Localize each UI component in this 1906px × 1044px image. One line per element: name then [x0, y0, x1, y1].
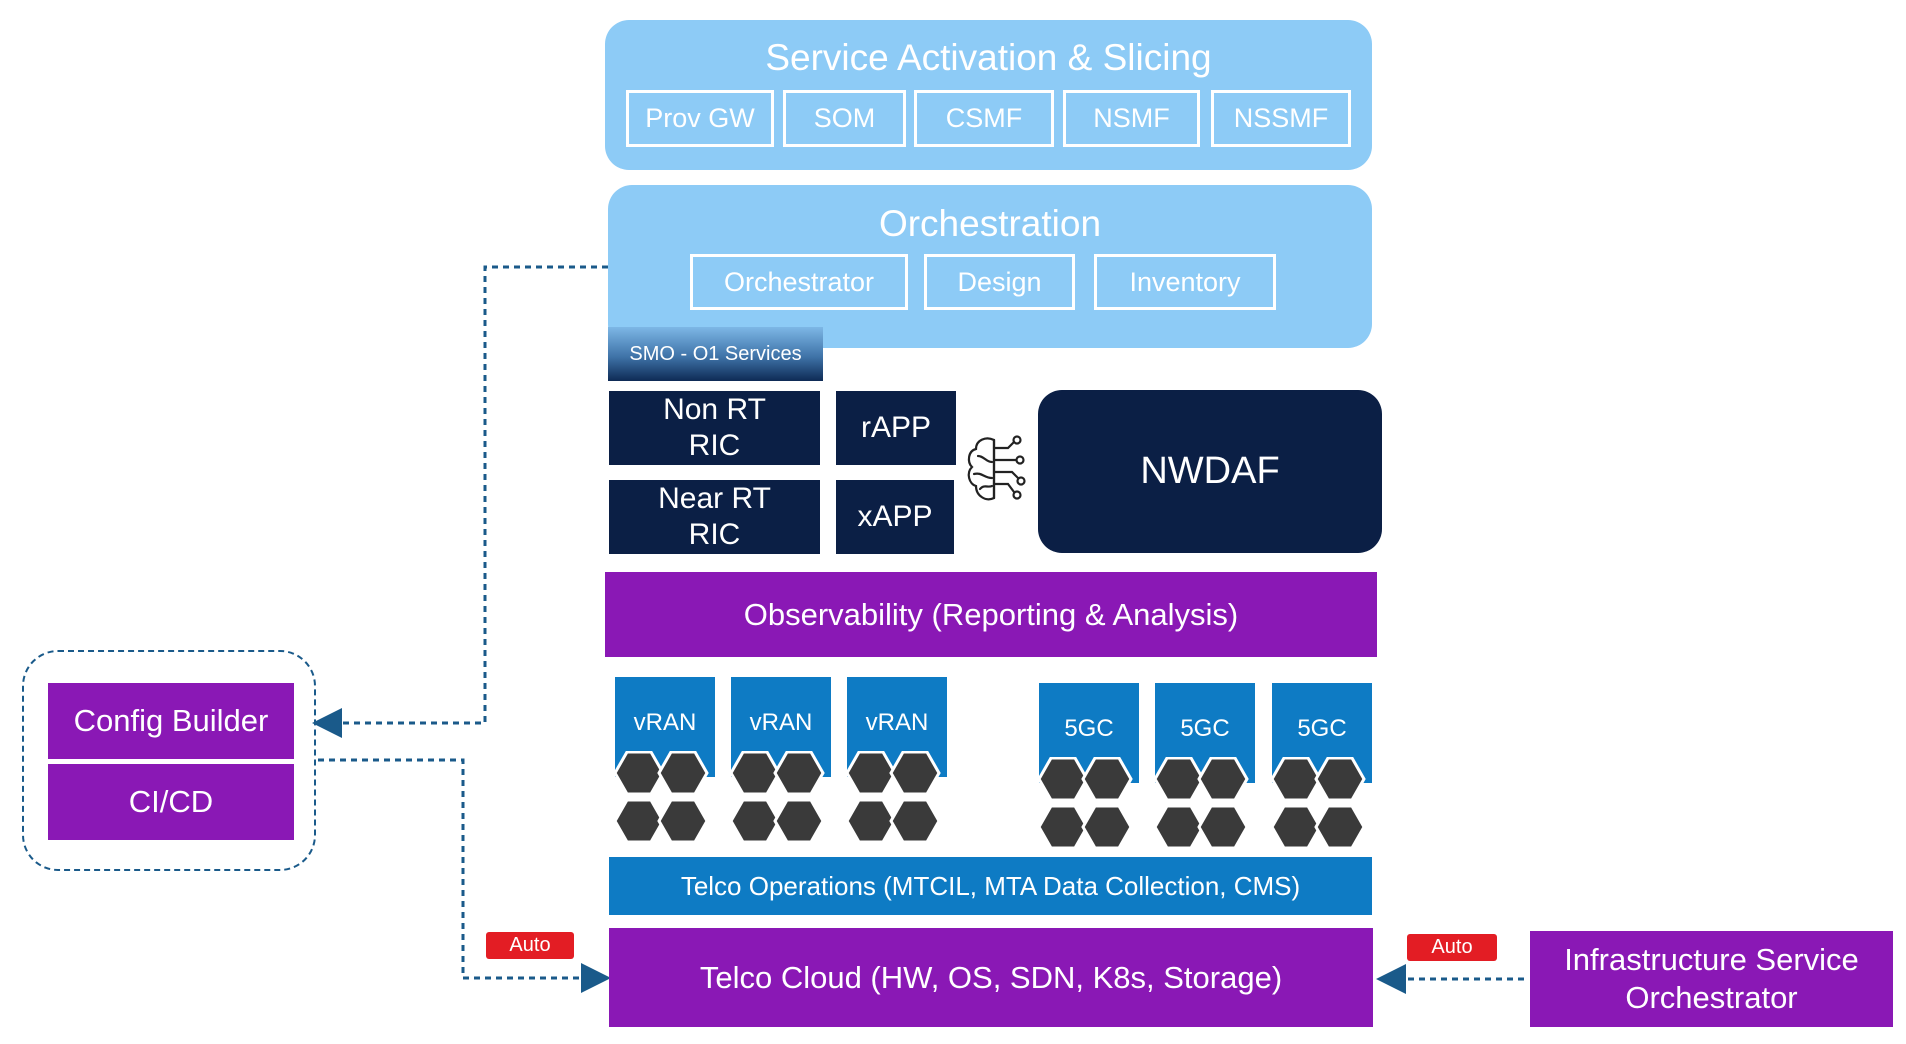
orchestration-to-config-arrow — [312, 265, 608, 738]
rapp-box: rAPP — [836, 391, 956, 465]
build-tools-group — [22, 650, 316, 871]
container-cluster-icon — [1039, 757, 1133, 850]
observability-bar: Observability (Reporting & Analysis) — [605, 572, 1377, 657]
container-cluster-icon — [1272, 757, 1366, 850]
telco-cloud-bar: Telco Cloud (HW, OS, SDN, K8s, Storage) — [609, 928, 1373, 1027]
orchestration-title: Orchestration — [878, 203, 1102, 244]
auto-badge-left: Auto — [486, 932, 574, 959]
vran-workload-2: vRAN — [731, 677, 831, 847]
nsmf-box: NSMF — [1063, 90, 1200, 147]
non-rt-ric-line1: Non RT — [663, 393, 766, 426]
non-rt-ric-line2: RIC — [688, 429, 741, 462]
container-cluster-icon — [847, 751, 941, 844]
iso-line1: Infrastructure Service — [1564, 942, 1859, 977]
service-activation-title: Service Activation & Slicing — [765, 37, 1212, 78]
5gc-workload-3: 5GC — [1272, 683, 1372, 853]
orchestrator-box: Orchestrator — [690, 254, 908, 310]
nssmf-box: NSSMF — [1211, 90, 1351, 147]
smo-o1-services-tab: SMO - O1 Services — [608, 327, 823, 381]
telco-operations-bar: Telco Operations (MTCIL, MTA Data Collec… — [609, 857, 1372, 915]
cicd-box: CI/CD — [48, 764, 294, 840]
infrastructure-service-orchestrator-box: Infrastructure Service Orchestrator — [1530, 931, 1893, 1027]
xapp-box: xAPP — [836, 480, 954, 554]
orchestration-panel: Orchestration Orchestrator Design Invent… — [608, 185, 1372, 348]
service-activation-panel: Service Activation & Slicing Prov GW SOM… — [605, 20, 1372, 170]
prov-gw-box: Prov GW — [626, 90, 774, 147]
near-rt-ric-line1: Near RT — [658, 482, 771, 515]
brain-circuit-icon — [967, 435, 1026, 501]
nwdaf-box: NWDAF — [1038, 390, 1382, 553]
vran-workload-3: vRAN — [847, 677, 947, 847]
5gc-workload-1: 5GC — [1039, 683, 1139, 853]
som-box: SOM — [783, 90, 906, 147]
design-box: Design — [924, 254, 1075, 310]
inventory-box: Inventory — [1094, 254, 1276, 310]
auto-badge-right: Auto — [1407, 934, 1497, 961]
config-builder-box: Config Builder — [48, 683, 294, 759]
vran-workload-1: vRAN — [615, 677, 715, 847]
near-rt-ric-line2: RIC — [688, 518, 741, 551]
iso-line2: Orchestrator — [1625, 980, 1798, 1015]
container-cluster-icon — [615, 751, 709, 844]
container-cluster-icon — [731, 751, 825, 844]
cicd-to-cloud-arrow — [318, 758, 611, 993]
container-cluster-icon — [1155, 757, 1249, 850]
near-rt-ric-box: Near RT RIC — [609, 480, 820, 554]
non-rt-ric-box: Non RT RIC — [609, 391, 820, 465]
5gc-workload-2: 5GC — [1155, 683, 1255, 853]
csmf-box: CSMF — [914, 90, 1054, 147]
